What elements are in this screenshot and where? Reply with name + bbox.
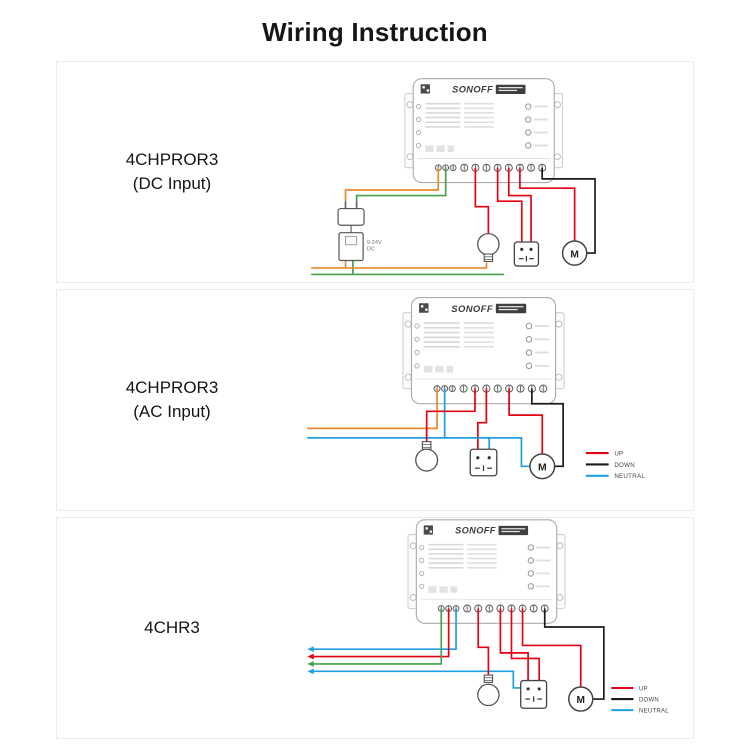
bulb-icon [477, 232, 500, 263]
model-variant: (DC Input) [132, 174, 212, 193]
wires-dc [311, 167, 596, 276]
wire-arrow [307, 668, 314, 675]
section-label-4chr3: 4CHR3 [57, 518, 287, 738]
motor-label: M [538, 463, 547, 474]
dc-wiring-svg: 9-24V DC [311, 78, 596, 276]
model-variant: (AC Input) [133, 402, 211, 421]
legend: UP DOWN NEUTRAL [611, 686, 669, 714]
legend-neutral-label: NEUTRAL [639, 708, 669, 714]
wire-arrow [307, 646, 314, 652]
section-4chr3: 4CHR3 [56, 517, 694, 739]
legend: UP DOWN NEUTRAL [585, 450, 645, 480]
wire-arrow [307, 653, 314, 660]
adapter-voltage-label: 9-24V [367, 240, 382, 246]
socket-icon [469, 448, 498, 477]
motor-icon: M [561, 240, 588, 266]
wires-ac [307, 388, 564, 468]
legend-up-label: UP [614, 450, 623, 457]
legend-neutral-label: NEUTRAL [614, 473, 645, 480]
model-name: 4CHPROR3 [125, 150, 219, 170]
wire-arrow [307, 661, 314, 667]
wiring-diagram-dc: 9-24V DC [287, 62, 693, 282]
legend-down-label: DOWN [614, 462, 635, 469]
model-name: 4CHPROR3 [125, 378, 219, 398]
dc-adapter-icon: 9-24V DC [338, 232, 382, 262]
section-4chpror3-ac: 4CHPROR3 (AC Input) [56, 289, 694, 511]
section-label-ac: 4CHPROR3 (AC Input) [57, 290, 287, 510]
socket-icon [513, 241, 540, 267]
model-name: 4CHR3 [144, 618, 200, 638]
section-label-dc: 4CHPROR3 (DC Input) [57, 62, 287, 282]
motor-label: M [570, 249, 579, 260]
wires-4chr3 [307, 608, 605, 700]
motor-icon: M [529, 453, 556, 480]
motor-icon: M [568, 686, 594, 712]
adapter-dc-label: DC [367, 246, 375, 252]
page-title: Wiring Instruction [262, 17, 488, 47]
legend-up-label: UP [639, 686, 648, 692]
wiring-diagram-ac: M UP DOWN NEUTRAL [287, 290, 693, 510]
wiring-diagram-4chr3: M UP DOWN NEUTRAL [287, 518, 693, 738]
chr3-wiring-svg: M UP DOWN NEUTRAL [307, 519, 669, 714]
socket-icon [520, 679, 548, 709]
ac-wiring-svg: M UP DOWN NEUTRAL [307, 297, 645, 480]
power-plug-icon [337, 201, 365, 233]
motor-label: M [577, 695, 585, 706]
bulb-icon [415, 441, 439, 472]
section-4chpror3-dc: 4CHPROR3 (DC Input) [56, 61, 694, 283]
bulb-icon [477, 674, 500, 707]
legend-down-label: DOWN [639, 697, 659, 703]
